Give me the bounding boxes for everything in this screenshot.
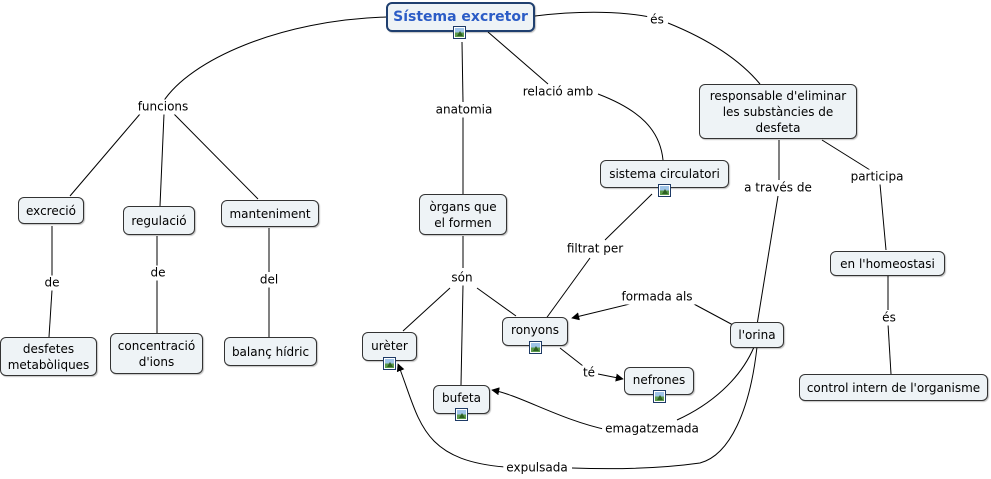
node-label: balanç hídric	[231, 344, 310, 359]
node-label: responsable d'eliminar les substàncies d…	[709, 88, 847, 135]
node-control[interactable]: control intern de l'organisme	[799, 374, 988, 401]
link-ronyons-te	[559, 347, 584, 367]
link-es-responsable	[667, 22, 761, 85]
node-label: l'orina	[738, 328, 776, 342]
link-relacio-circulatori	[597, 93, 664, 161]
link-root-anatomia	[461, 41, 464, 103]
node-label: òrgans que el formen	[429, 199, 497, 230]
resource-image-icon[interactable]	[383, 357, 396, 370]
node-concentracio[interactable]: concentració d'ions	[110, 333, 203, 374]
link-te-nefrones	[597, 373, 624, 382]
link-es-control	[887, 323, 892, 375]
node-label: sistema circulatori	[609, 167, 720, 181]
link-label-relacio: relació amb	[519, 84, 597, 100]
node-label: concentració d'ions	[117, 338, 196, 369]
link-expulsada-ureter	[396, 363, 506, 468]
link-label-filtrat: filtrat per	[563, 241, 627, 257]
link-label-de-1: de	[41, 275, 63, 291]
link-label-son: són	[448, 270, 476, 286]
link-de-desfetes	[48, 289, 53, 338]
link-label-anatomia: anatomia	[432, 102, 496, 118]
node-orina[interactable]: l'orina	[730, 322, 784, 348]
link-label-es: és	[647, 12, 667, 28]
resource-image-icon[interactable]	[455, 408, 468, 421]
link-funcions-regulacio	[159, 113, 165, 207]
link-label-de-2: de	[147, 265, 169, 281]
link-label-a-traves: a través de	[741, 180, 815, 196]
node-responsable[interactable]: responsable d'eliminar les substàncies d…	[699, 84, 857, 139]
link-root-relacio	[487, 31, 549, 85]
resource-image-icon[interactable]	[453, 26, 466, 39]
node-label: ronyons	[511, 323, 559, 337]
node-ureter[interactable]: urèter	[362, 332, 417, 361]
link-son-ronyons	[476, 287, 517, 317]
link-circulatori-filtrat	[604, 193, 653, 241]
link-label-formada: formada als	[618, 289, 696, 305]
node-label: Sístema excretor	[393, 9, 528, 25]
node-label: control intern de l'organisme	[806, 380, 981, 395]
node-label: excreció	[26, 203, 76, 218]
link-label-funcions: funcions	[134, 99, 192, 115]
link-label-del: del	[256, 272, 282, 288]
link-son-bufeta	[460, 284, 464, 386]
node-homeostasi[interactable]: en l'homeostasi	[830, 251, 945, 276]
resource-image-icon[interactable]	[653, 390, 666, 403]
node-organs[interactable]: òrgans que el formen	[419, 194, 507, 235]
link-label-es-2: és	[879, 310, 899, 326]
link-root-es	[534, 11, 651, 18]
node-label: bufeta	[442, 391, 481, 405]
link-label-te: té	[579, 365, 599, 381]
link-label-emagatzemada: emagatzemada	[602, 421, 702, 437]
link-orina-emagatzemada	[676, 346, 755, 421]
node-label: en l'homeostasi	[840, 256, 935, 271]
link-participa-homeostasi	[879, 183, 887, 251]
node-label: urèter	[371, 339, 408, 353]
link-label-expulsada: expulsada	[503, 460, 571, 476]
link-root-funcions	[162, 16, 388, 103]
node-sistema-circulatori[interactable]: sistema circulatori	[600, 160, 729, 188]
link-filtrat-ronyons	[544, 257, 591, 321]
node-balanc[interactable]: balanç hídric	[224, 337, 317, 366]
node-regulacio[interactable]: regulació	[123, 206, 195, 235]
link-formada-ronyons	[571, 301, 639, 321]
node-label: nefrones	[632, 373, 686, 387]
node-desfetes[interactable]: desfetes metabòliques	[0, 337, 97, 376]
resource-image-icon[interactable]	[658, 184, 671, 197]
link-orina-expulsada	[571, 346, 758, 470]
link-emagatzemada-bufeta	[491, 387, 609, 431]
node-label: manteniment	[229, 206, 311, 221]
node-manteniment[interactable]: manteniment	[221, 200, 319, 227]
node-label: desfetes metabòliques	[7, 341, 90, 372]
node-excrecio[interactable]: excreció	[18, 197, 84, 224]
link-label-participa: participa	[847, 169, 907, 185]
link-orina-formada	[691, 302, 734, 326]
node-label: regulació	[131, 213, 187, 228]
link-funcions-excrecio	[69, 113, 141, 197]
link-atraves-orina	[756, 195, 779, 326]
link-funcions-manteniment	[173, 113, 259, 200]
link-son-ureter	[402, 287, 451, 332]
resource-image-icon[interactable]	[529, 341, 542, 354]
link-responsable-participa	[821, 139, 871, 171]
